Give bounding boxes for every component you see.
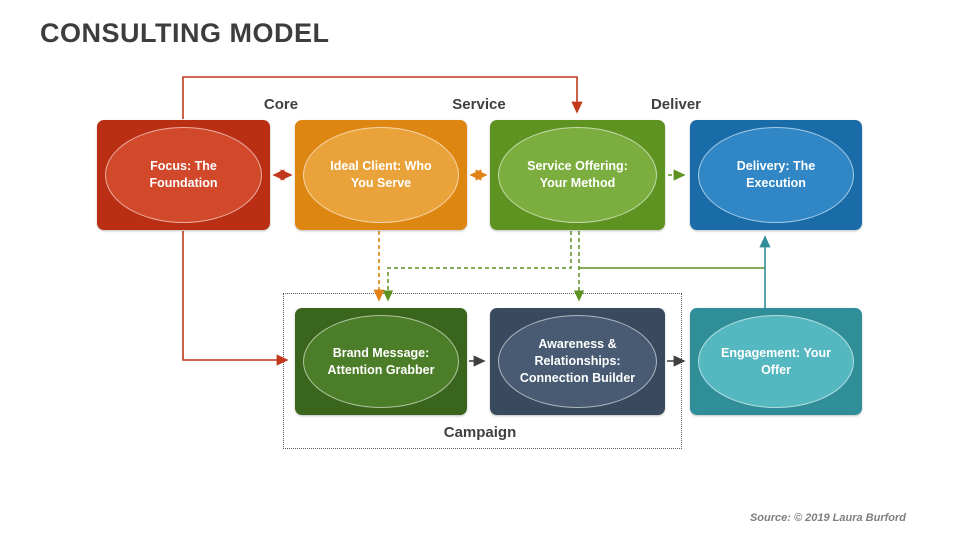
delivery-label: Delivery: The Execution [736,159,816,190]
page-title: CONSULTING MODEL [40,18,330,48]
awareness-relationships-ellipse: Awareness & Relationships: Connection Bu… [498,315,657,408]
focus-ellipse: Focus: The Foundation [105,127,262,223]
node-brand-message: Brand Message: Attention Grabber [295,308,467,415]
node-focus: Focus: The Foundation [97,120,270,230]
arrow-service-to-brand [382,231,572,302]
node-awareness-relationships: Awareness & Relationships: Connection Bu… [490,308,665,415]
ideal-client-ellipse: Ideal Client: Who You Serve [303,127,459,223]
delivery-ellipse: Delivery: The Execution [698,127,854,223]
label-campaign: Campaign [443,424,517,441]
arrow-focus-to-brand [182,231,289,366]
node-ideal-client: Ideal Client: Who You Serve [295,120,467,230]
label-service: Service [452,96,506,113]
engagement-ellipse: Engagement: Your Offer [698,315,854,408]
source-credit: Source: © 2019 Laura Burford [749,512,906,524]
node-delivery: Delivery: The Execution [690,120,862,230]
service-offering-ellipse: Service Offering: Your Method [498,127,657,223]
label-deliver: Deliver [650,96,702,113]
awareness-relationships-label: Awareness & Relationships: Connection Bu… [519,337,636,385]
label-core: Core [263,96,299,113]
node-engagement: Engagement: Your Offer [690,308,862,415]
service-offering-label: Service Offering: Your Method [527,159,628,190]
focus-label: Focus: The Foundation [149,159,218,190]
engagement-label: Engagement: Your Offer [721,345,831,377]
ideal-client-label: Ideal Client: Who You Serve [330,159,432,190]
brand-message-ellipse: Brand Message: Attention Grabber [303,315,459,408]
arrow-focus-to-service-loop [182,76,583,119]
node-service-offering: Service Offering: Your Method [490,120,665,230]
brand-message-label: Brand Message: Attention Grabber [327,345,435,377]
